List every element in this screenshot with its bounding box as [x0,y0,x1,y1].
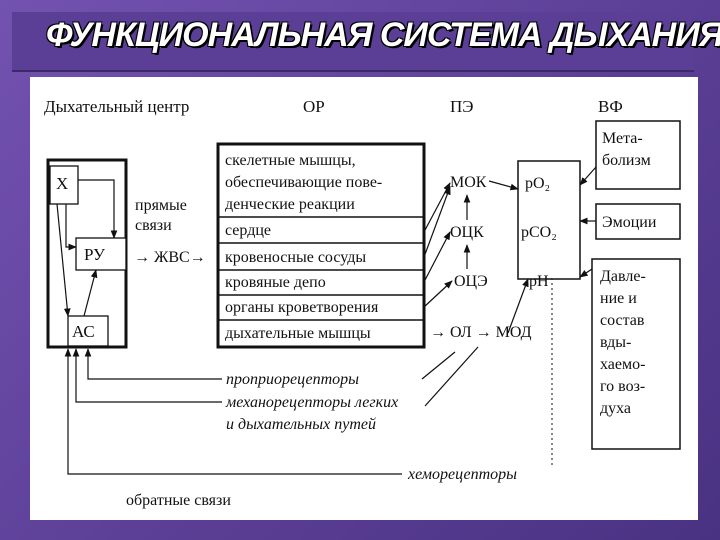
receptor-chemo: хеморецепторы [407,466,517,483]
blood-pco2: pCO₂ [521,224,557,241]
mod-to-blood-arrow [507,278,529,334]
metabolism-arrow [579,166,597,186]
chemo-feedback-arrow [64,348,402,475]
x-ru-link-arrow [65,204,77,251]
x-to-as-arrow [56,203,71,317]
resp-muscle-receptor-link [421,351,456,380]
zhvs-label: → ЖВС→ [134,249,206,266]
header-pe: ПЭ [450,97,474,116]
vf-air-3: состав [600,312,645,329]
pe-mok: МОК [450,174,487,191]
or-box [216,142,426,349]
vf-air-7: духа [600,400,631,417]
vf-air-box [591,258,681,450]
or-item-skeletal-3: денческие реакции [225,196,355,213]
vf-air-5: хаемо- [600,356,645,373]
receptor-mechano: механорецепторы легких [225,394,398,411]
x-box [49,165,79,205]
vf-metabolism-1: Мета- [602,130,643,147]
as-box [67,315,109,347]
header-center: Дыхательный центр [44,97,189,116]
x-label: Х [56,174,68,193]
receptor-proprio: проприорецепторы [226,371,359,388]
direct-links-line1: прямые [135,197,187,214]
header-vf: ВФ [598,97,623,116]
as-to-ru-arrow [83,269,98,317]
vessels-to-mok-arrow [423,186,451,258]
vf-metabolism-2: болизм [602,152,651,169]
header-or: ОР [303,97,325,116]
vf-air-2: ние и [600,290,637,307]
vf-air-1: Давле- [600,268,646,285]
vf-metabolism-box [595,120,681,190]
pe-ock: ОЦК [450,224,484,241]
receptor-airways: и дыхательных путей [226,416,376,433]
or-item-hematopoiesis: органы кроветворения [225,299,379,316]
vf-air-6: го воз- [600,378,645,395]
airway-receptor-link [424,346,479,407]
or-item-heart: сердце [225,222,271,239]
ru-box [75,237,127,271]
diagram-svg: Дыхательный центр ОР ПЭ ВФ Х РУ АС прямы… [44,97,681,509]
hematopoiesis-to-oce-arrow [423,280,453,308]
direct-links-line2: связи [135,217,172,234]
x-to-ru-arrow [78,179,118,239]
ru-label: РУ [84,245,106,264]
blood-po2: pO₂ [525,175,550,192]
diagram-canvas: Дыхательный центр ОР ПЭ ВФ Х РУ АС прямы… [30,77,698,520]
depot-to-ock-arrow [423,231,451,283]
or-item-skeletal-1: скелетные мышцы, [225,152,356,169]
proprio-feedback-arrow [84,348,222,380]
heart-to-mok-arrow [423,182,451,233]
pe-ol-mod: → ОЛ → МОД [430,324,532,341]
air-arrow [579,268,593,278]
feedback-label: обратные связи [126,492,231,509]
or-item-depot: кровяные депо [225,274,326,291]
pe-oce: ОЦЭ [454,273,488,290]
vf-air-4: вды- [600,334,631,351]
slide-title: ФУНКЦИОНАЛЬНАЯ СИСТЕМА ДЫХАНИЯ [46,16,720,54]
or-item-vessels: кровеносные сосуды [225,249,366,266]
vf-emotions: Эмоции [602,214,657,231]
blood-ph: pH [529,273,549,290]
or-item-resp-muscles: дыхательные мышцы [225,325,371,342]
or-item-skeletal-2: обеспечивающие пове- [225,174,382,191]
as-label: АС [72,322,95,341]
title-band [12,12,694,72]
mechano-feedback-arrow [72,348,222,403]
mok-to-blood-arrow [488,180,519,191]
